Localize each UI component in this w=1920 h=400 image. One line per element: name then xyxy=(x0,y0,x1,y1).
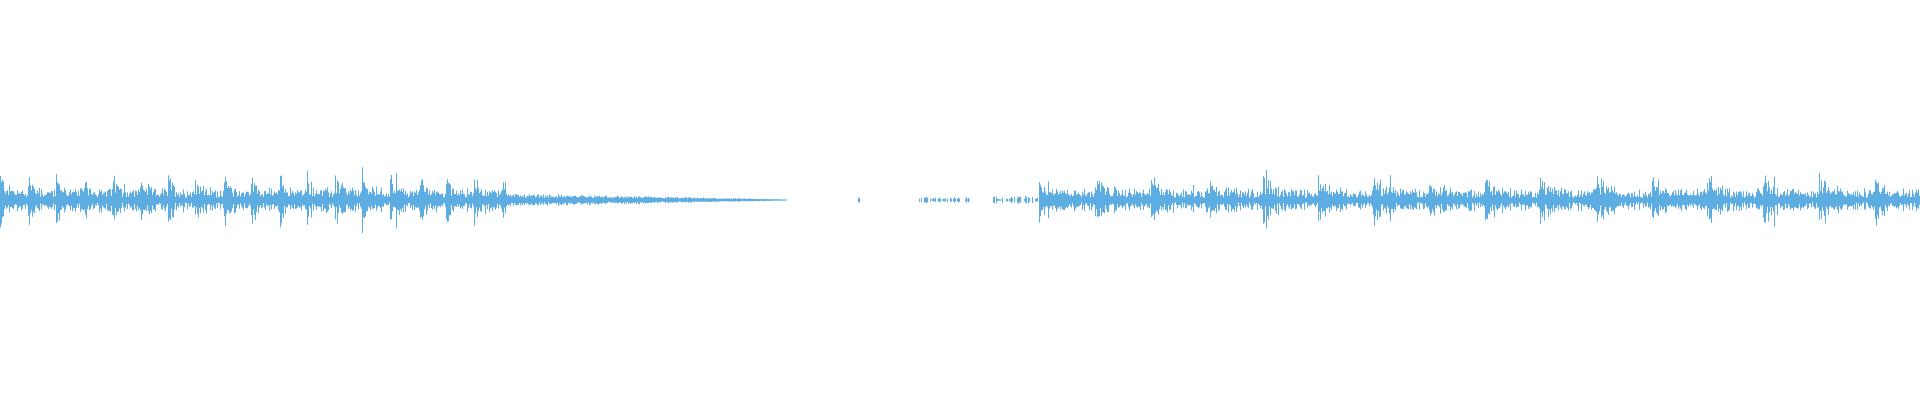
waveform-bars xyxy=(0,167,1920,233)
waveform-path xyxy=(0,167,1920,233)
